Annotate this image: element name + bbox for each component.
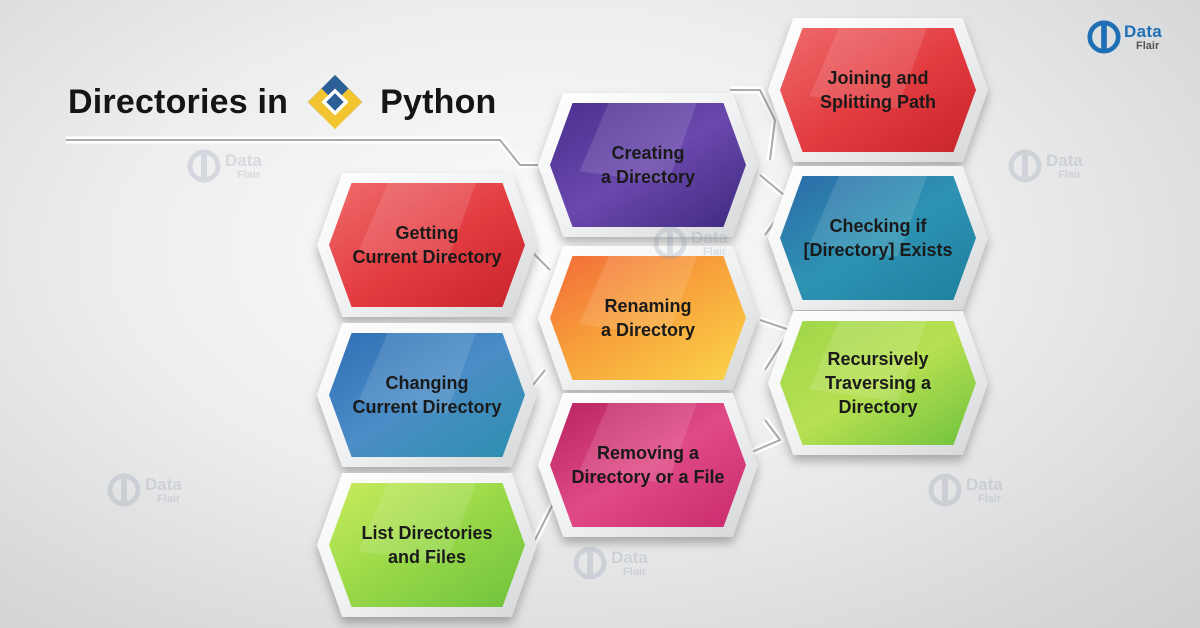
hexagon-facet	[809, 28, 927, 109]
watermark-line2: Flair	[1058, 168, 1082, 181]
label-line1: Getting	[395, 223, 459, 243]
hexagon-fill	[550, 403, 746, 527]
watermark-line1: Data	[966, 474, 1003, 494]
watermark-logo-icon	[573, 546, 607, 580]
watermark-logo-icon	[107, 473, 141, 507]
label-line2: a Directory	[600, 320, 696, 340]
watermark-line1: Data	[1046, 150, 1083, 170]
watermark-line1: Data	[611, 547, 648, 567]
hexagon-creating-a-directory	[538, 93, 758, 237]
label-line1: List Directories	[361, 523, 493, 543]
hexagon-removing-a-directory-or-a-file	[538, 393, 758, 537]
hexagon-facet	[809, 176, 927, 257]
hexagon-facet	[579, 256, 697, 337]
title-prefix: Directories in	[68, 82, 289, 121]
label-line1: Creating	[611, 143, 685, 163]
hexagon-fill	[780, 28, 976, 152]
hexagon-fill	[329, 183, 525, 307]
python-logo-icon	[308, 74, 363, 130]
hexagon-fill	[780, 176, 976, 300]
hexagon-facet	[579, 403, 697, 484]
hexagon-facet	[809, 321, 927, 402]
watermark-line1: Data	[691, 227, 728, 247]
brand-line1: Data	[1124, 21, 1163, 41]
brand-logo: Data Flair	[1087, 20, 1162, 54]
label-checking-if-directory-exists: Checking if [Directory] Exists	[786, 176, 970, 300]
watermark-line2: Flair	[703, 245, 727, 258]
label-line1: Renaming	[604, 296, 692, 316]
label-line2: [Directory] Exists	[803, 240, 953, 260]
hexagon-fill	[329, 333, 525, 457]
label-line1: Removing a	[596, 443, 700, 463]
watermark-line2: Flair	[237, 168, 261, 181]
dataflair-logo-icon	[1087, 20, 1121, 54]
title-suffix: Python	[380, 82, 497, 121]
hexagon-fill	[550, 256, 746, 380]
label-line2: a Directory	[600, 167, 696, 187]
brand-line2: Flair	[1136, 39, 1160, 52]
label-line1: Recursively	[827, 349, 929, 369]
label-line1: Checking if	[829, 216, 927, 236]
label-creating-a-directory: Creating a Directory	[556, 103, 740, 227]
hexagon-recursively-traversing-a-directory	[768, 311, 988, 455]
hexagon-changing-current-directory	[317, 323, 537, 467]
hexagon-fill	[550, 103, 746, 227]
hexagon-joining-and-splitting-path	[768, 18, 988, 162]
watermark-line2: Flair	[978, 492, 1002, 505]
hexagon-checking-if-directory-exists	[768, 166, 988, 310]
label-list-directories-and-files: List Directories and Files	[335, 483, 519, 607]
label-line2: Traversing a Directory	[824, 373, 932, 417]
hexagon-getting-current-directory	[317, 173, 537, 317]
label-renaming-a-directory: Renaming a Directory	[556, 256, 740, 380]
hexagon-facet	[358, 483, 476, 564]
watermark-line1: Data	[145, 474, 182, 494]
page-title: Directories in Python	[68, 72, 497, 132]
watermark-logo-icon	[1008, 149, 1042, 183]
label-line2: and Files	[387, 547, 466, 567]
watermark-logo-icon	[653, 226, 687, 260]
hexagon-facet	[579, 103, 697, 184]
hexagon-facet	[358, 333, 476, 414]
hexagon-list-directories-and-files	[317, 473, 537, 617]
label-line1: Changing	[385, 373, 469, 393]
hexagon-fill	[329, 483, 525, 607]
watermark-line2: Flair	[157, 492, 181, 505]
label-line2: Splitting Path	[820, 92, 936, 112]
label-line2: Current Directory	[352, 397, 502, 417]
watermark-logo-icon	[928, 473, 962, 507]
label-removing-a-directory-or-a-file: Removing a Directory or a File	[556, 403, 740, 527]
watermark-line1: Data	[225, 150, 262, 170]
watermark-logo-icon	[187, 149, 221, 183]
hexagon-facet	[358, 183, 476, 264]
label-line2: Current Directory	[352, 247, 502, 267]
hexagon-fill	[780, 321, 976, 445]
label-line1: Joining and	[827, 68, 929, 88]
label-line2: Directory or a File	[571, 467, 725, 487]
hexagon-renaming-a-directory	[538, 246, 758, 390]
watermark-line2: Flair	[623, 565, 647, 578]
